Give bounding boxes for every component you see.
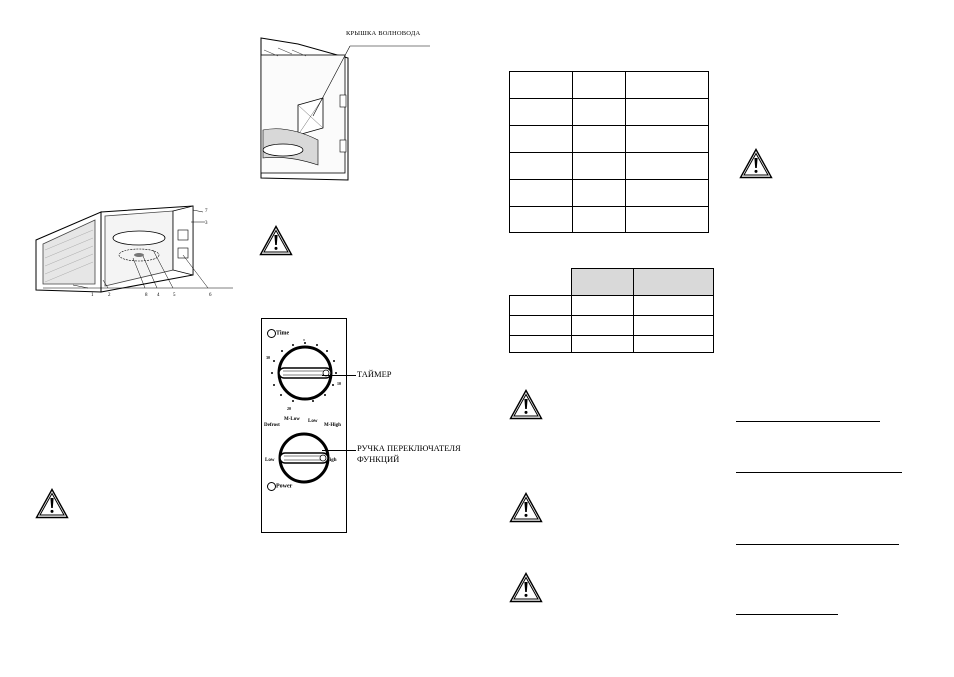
svg-text:4: 4 — [157, 293, 160, 298]
underline-rule — [736, 544, 899, 545]
svg-text:7: 7 — [205, 209, 208, 214]
time-label: Time — [267, 329, 289, 338]
table-two — [509, 268, 714, 353]
timer-leader-line — [322, 375, 356, 376]
function-knob[interactable] — [268, 427, 340, 489]
timer-knob[interactable]: 30 10 20 0 — [265, 339, 345, 411]
warning-triangle-icon — [739, 148, 773, 179]
underline-rule — [736, 421, 880, 422]
svg-text:3: 3 — [205, 221, 208, 226]
svg-text:0: 0 — [303, 339, 305, 342]
function-leader-line — [322, 450, 356, 451]
function-knob-label-line1: РУЧКА ПЕРЕКЛЮЧАТЕЛЯ — [357, 443, 461, 453]
underline-rule — [736, 614, 838, 615]
svg-text:8: 8 — [145, 293, 148, 298]
waveguide-figure: КРЫШКА ВОЛНОВОДА — [258, 30, 458, 190]
high-label: High — [326, 458, 337, 463]
svg-text:30: 30 — [266, 355, 270, 360]
defrost-label: Defrost — [264, 423, 280, 428]
timer-label: ТАЙМЕР — [357, 369, 392, 379]
mlow-label: M-Low — [284, 417, 300, 422]
low-label: Low — [265, 458, 275, 463]
svg-text:10: 10 — [337, 381, 341, 386]
svg-text:20: 20 — [287, 406, 291, 411]
warning-triangle-icon — [35, 488, 69, 519]
table-one — [509, 71, 709, 233]
waveguide-cover-label: КРЫШКА ВОЛНОВОДА — [346, 30, 421, 37]
underline-rule — [736, 472, 902, 473]
svg-text:6: 6 — [209, 293, 212, 298]
svg-text:5: 5 — [173, 293, 176, 298]
warning-triangle-icon — [509, 572, 543, 603]
mhigh-label: M-High — [324, 423, 341, 428]
svg-text:2: 2 — [108, 293, 111, 298]
svg-text:1: 1 — [91, 293, 94, 298]
warning-triangle-icon — [259, 225, 293, 256]
control-panel: Time 30 10 20 0 Defrost M-Low Low M-High… — [261, 318, 347, 533]
warning-triangle-icon — [509, 492, 543, 523]
power-label: Power — [267, 482, 292, 491]
low-label-top: Low — [308, 419, 318, 424]
warning-triangle-icon — [509, 389, 543, 420]
function-knob-label-line2: ФУНКЦИЙ — [357, 454, 400, 464]
